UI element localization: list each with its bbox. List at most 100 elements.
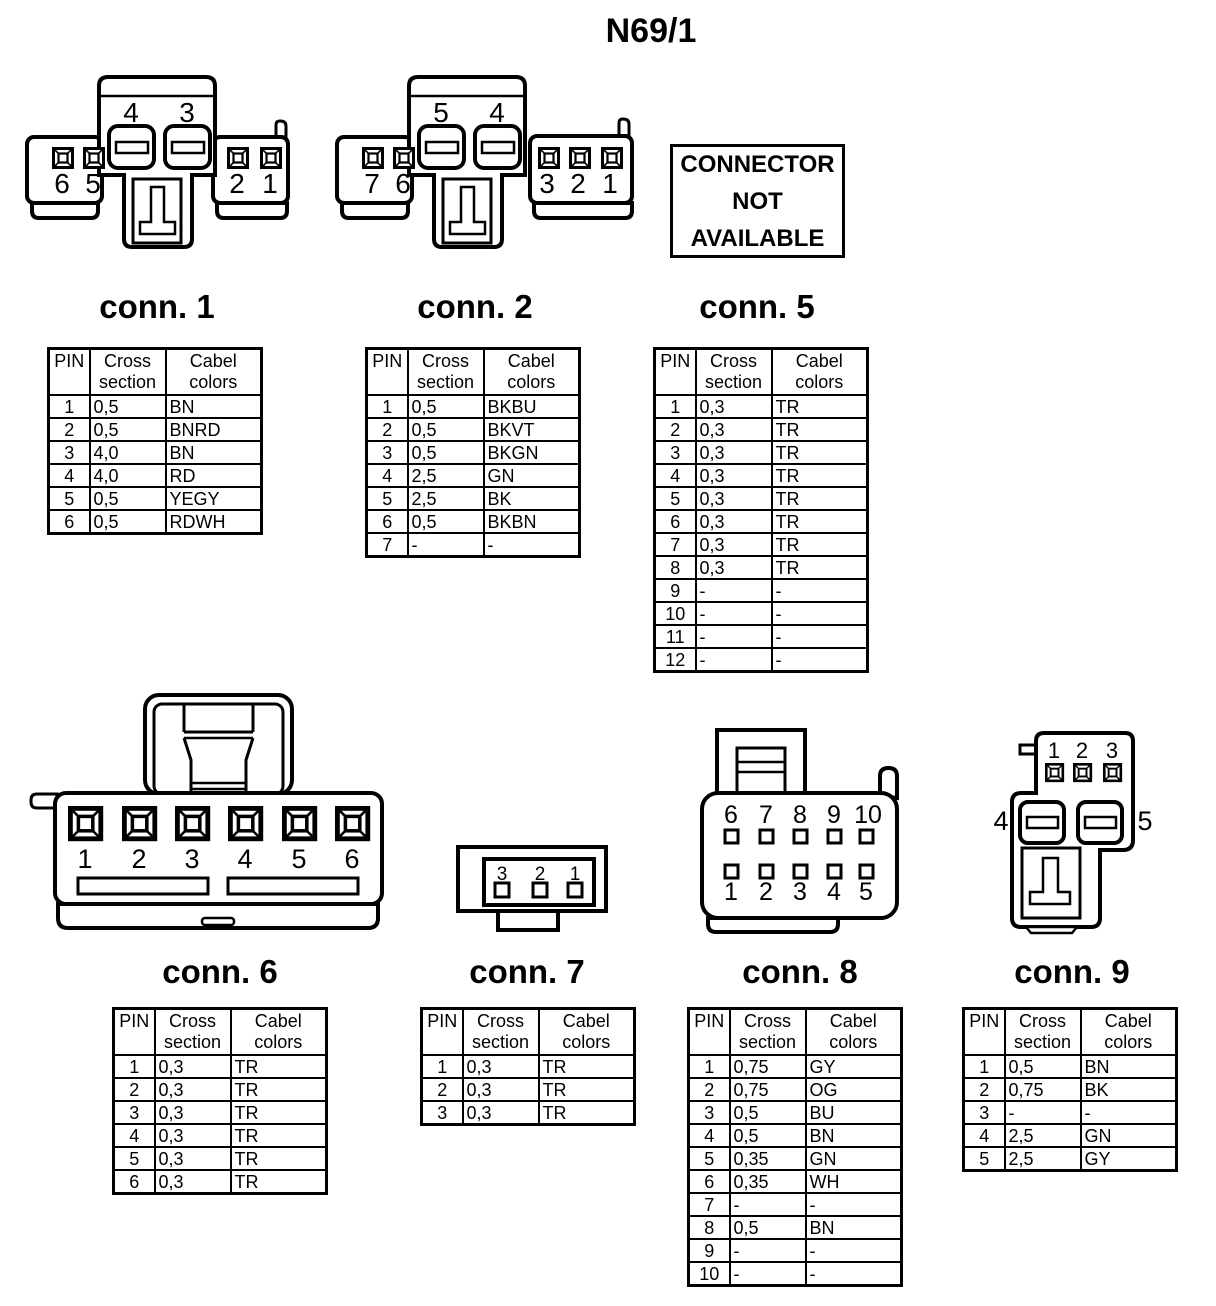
table-row: 2 0,3 TR <box>420 1077 636 1102</box>
conn6-pin5-socket-icon <box>284 808 314 838</box>
table-row: 1 0,5 BN <box>962 1054 1178 1079</box>
cross-section-cell: 0,75 <box>1003 1077 1082 1102</box>
conn7-pin1-socket-icon <box>566 881 584 899</box>
cable-color-cell: YEGY <box>164 486 263 511</box>
cable-color-cell: RD <box>164 463 263 488</box>
pin-cell: 9 <box>687 1238 731 1263</box>
table-row: 5 0,35 GN <box>687 1146 903 1171</box>
conn2-label: conn. 2 <box>417 288 533 325</box>
cross-section-cell: 0,5 <box>728 1100 807 1125</box>
cable-color-cell: - <box>770 578 869 603</box>
pin-label: 10 <box>854 801 882 829</box>
table-row: 2 0,75 OG <box>687 1077 903 1102</box>
cable-color-cell: BN <box>804 1123 903 1148</box>
cross-section-cell: - <box>728 1238 807 1263</box>
pin-cell: 3 <box>687 1100 731 1125</box>
table-row: 6 0,5 BKBN <box>365 509 581 534</box>
pin-label: 6 <box>54 168 70 199</box>
cable-color-cell: - <box>1079 1100 1178 1125</box>
pin-cell: 6 <box>687 1169 731 1194</box>
cross-section-header: Cross section <box>1003 1007 1082 1056</box>
cross-section-cell: 0,5 <box>88 486 167 511</box>
table-row: 3 - - <box>962 1100 1178 1125</box>
conn7-bottom-tab <box>496 909 560 932</box>
table-row: 2 0,5 BKVT <box>365 417 581 442</box>
conn6-bottom-flange <box>56 902 380 930</box>
pin-cell: 5 <box>687 1146 731 1171</box>
pin-cell: 6 <box>112 1169 156 1195</box>
table-header-row: PIN Cross section Cabel colors <box>112 1007 328 1056</box>
cross-section-header: Cross section <box>88 347 167 396</box>
cable-color-cell: TR <box>229 1054 328 1079</box>
conn6-slot <box>76 876 210 896</box>
table-row: 11 - - <box>653 624 869 649</box>
table-header-row: PIN Cross section Cabel colors <box>365 347 581 396</box>
conn1-left-step <box>30 201 100 220</box>
cross-section-cell: 0,3 <box>461 1077 540 1102</box>
table-header-row: PIN Cross section Cabel colors <box>687 1007 903 1056</box>
pin-cell: 5 <box>962 1146 1006 1172</box>
conn1-pin-table: PIN Cross section Cabel colors 1 0,5 BN … <box>47 347 263 535</box>
pin-label: 5 <box>1137 806 1152 836</box>
page-title: N69/1 <box>605 12 697 50</box>
table-row: 1 0,3 TR <box>653 394 869 419</box>
conn6-pin1-socket-icon <box>70 808 100 838</box>
pin-cell: 2 <box>962 1077 1006 1102</box>
pin-label: 7 <box>364 168 380 199</box>
conn7-pin-table: PIN Cross section Cabel colors 1 0,3 TR … <box>420 1007 636 1126</box>
cross-section-cell: 0,3 <box>153 1077 232 1102</box>
conn2-lock-tab <box>617 117 631 138</box>
conn8-lock-tab <box>878 765 899 801</box>
pin-label: 1 <box>1048 738 1060 763</box>
table-row: 4 0,3 TR <box>112 1123 328 1148</box>
table-row: 3 0,3 TR <box>653 440 869 465</box>
cable-color-cell: BKGN <box>482 440 581 465</box>
cable-color-cell: TR <box>770 417 869 442</box>
pin-header: PIN <box>420 1007 464 1056</box>
pin-label: 6 <box>344 844 359 874</box>
pin-cell: 4 <box>653 463 697 488</box>
conn8-label: conn. 8 <box>742 953 858 990</box>
pin-cell: 4 <box>47 463 91 488</box>
table-row: 10 - - <box>653 601 869 626</box>
table-row: 7 0,3 TR <box>653 532 869 557</box>
cable-color-cell: TR <box>770 532 869 557</box>
cable-color-cell: - <box>804 1261 903 1287</box>
table-row: 5 0,5 YEGY <box>47 486 263 511</box>
cable-color-cell: TR <box>229 1123 328 1148</box>
cross-section-cell: 0,5 <box>1003 1054 1082 1079</box>
pin-label: 4 <box>123 97 139 128</box>
pin-label: 1 <box>602 168 618 199</box>
cable-colors-header: Cabel colors <box>229 1007 328 1056</box>
table-header-row: PIN Cross section Cabel colors <box>47 347 263 396</box>
na-line: CONNECTOR <box>680 150 835 178</box>
cable-color-cell: BNRD <box>164 417 263 442</box>
cross-section-cell: 0,75 <box>728 1054 807 1079</box>
pin-label: 1 <box>570 864 581 885</box>
cable-color-cell: TR <box>229 1169 328 1195</box>
cable-color-cell: TR <box>537 1054 636 1079</box>
pin-cell: 1 <box>420 1054 464 1079</box>
conn7-pin3-socket-icon <box>493 881 511 899</box>
cross-section-cell: 0,5 <box>406 394 485 419</box>
cable-color-cell: BKBN <box>482 509 581 534</box>
conn1-lock-tab <box>274 119 288 139</box>
cross-section-cell: 2,5 <box>1003 1123 1082 1148</box>
pin-label: 9 <box>827 801 841 829</box>
cross-section-cell: 0,3 <box>694 555 773 580</box>
pin-label: 2 <box>570 168 586 199</box>
cable-color-cell: TR <box>770 555 869 580</box>
cable-color-cell: - <box>770 601 869 626</box>
table-row: 1 0,75 GY <box>687 1054 903 1079</box>
conn6-side-tab <box>29 792 59 810</box>
table-row: 2 0,5 BNRD <box>47 417 263 442</box>
cross-section-cell: 2,5 <box>406 486 485 511</box>
conn8-pin5-socket-icon <box>858 863 875 880</box>
conn2-pin6-socket-icon <box>393 147 415 169</box>
table-row: 1 0,5 BN <box>47 394 263 419</box>
pin-cell: 3 <box>47 440 91 465</box>
table-row: 9 - - <box>687 1238 903 1263</box>
pin-cell: 1 <box>687 1054 731 1079</box>
table-row: 9 - - <box>653 578 869 603</box>
cable-colors-header: Cabel colors <box>537 1007 636 1056</box>
